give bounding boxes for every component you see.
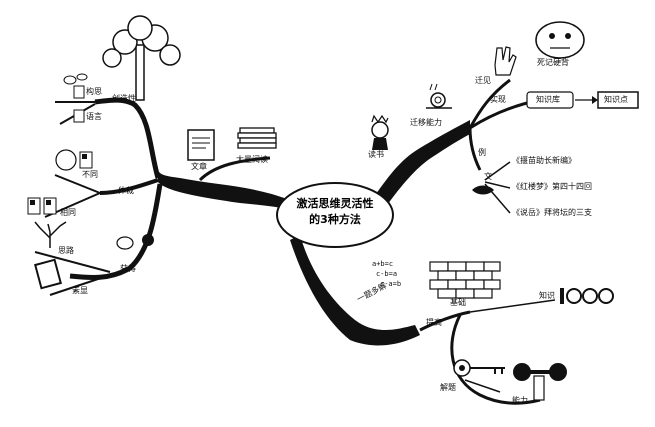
example-item-3: 《说岳》拜将坛的三支 <box>512 208 592 217</box>
brick-wall-icon <box>429 261 501 299</box>
knowledge-point-box <box>597 91 639 109</box>
label-knowledge-library: 知识库 <box>536 95 560 104</box>
arrowhead-library-to-point <box>592 96 598 104</box>
label-problem-solving: 解题 <box>440 383 456 392</box>
confused-face-icon <box>535 21 585 59</box>
branch-label-realize: 实现 <box>490 95 506 104</box>
leaf-line-knowledge <box>469 299 556 313</box>
bird-icon <box>63 73 88 85</box>
branch-materials <box>69 183 163 281</box>
formula-3: c-a=b <box>380 280 402 288</box>
branch-creativity <box>94 97 161 179</box>
leaf-line-example-1 <box>484 161 511 181</box>
boxes-icon <box>27 197 57 215</box>
document-icon <box>187 129 215 161</box>
branch-label-advance: 迁见 <box>475 76 491 85</box>
numbers-icon <box>560 288 614 304</box>
branch-label-text: 文 <box>484 172 492 181</box>
dumbbell-icon <box>513 363 567 401</box>
leaf-label-concept: 构思 <box>86 87 102 96</box>
branch-reading <box>198 156 271 182</box>
leaf-line-body-1 <box>54 174 101 194</box>
center-title: 激活思维灵活性 的3种方法 <box>280 196 390 228</box>
leaf-line-solve <box>464 379 501 393</box>
branch-label-transfer: 迁移能力 <box>410 118 442 127</box>
reading-person-icon <box>371 114 389 150</box>
leaf-label-language: 语言 <box>86 112 102 121</box>
pencil-icon <box>73 109 85 123</box>
branch-improve <box>419 310 471 332</box>
label-reading-books: 读书 <box>368 150 384 159</box>
label-ability: 能力 <box>512 396 528 405</box>
branching-tree-icon <box>34 221 67 248</box>
label-extensive-reading: 大量阅读 <box>236 155 268 164</box>
picture-frame-icon <box>34 258 62 290</box>
book-stack-icon <box>237 127 277 149</box>
center-node <box>276 182 394 248</box>
leaf-label-different: 不同 <box>82 170 98 179</box>
raised-hand-icon <box>494 46 517 76</box>
snail-icon <box>426 83 452 109</box>
example-item-2: 《红楼梦》第四十四回 <box>512 182 592 191</box>
branch-label-materials: 获得 <box>120 264 136 273</box>
center-title-line1: 激活思维灵活性 <box>296 197 374 210</box>
tree-illustration <box>102 15 181 101</box>
knowledge-library-box <box>526 91 574 109</box>
circle-icon <box>55 149 93 171</box>
label-knowledge-point: 知识点 <box>604 95 628 104</box>
main-branch-left <box>158 170 290 210</box>
main-branch-bottom-right <box>290 235 420 346</box>
example-item-1: 《揠苗助长新编》 <box>512 156 576 165</box>
label-rote-memorization: 死记硬背 <box>537 58 569 67</box>
formula-1: a+b=c <box>372 260 394 268</box>
branch-improve-lower <box>450 314 541 405</box>
hand-icon <box>116 234 154 250</box>
leaf-line-example-2 <box>484 181 511 189</box>
leaf-line-materials-2 <box>49 274 111 296</box>
leaf-label-same: 相同 <box>60 208 76 217</box>
branch-body <box>99 178 159 195</box>
label-foundation: 基础 <box>450 298 466 307</box>
label-knowledge: 知识 <box>539 291 555 300</box>
label-article: 文章 <box>191 162 207 171</box>
branch-label-body: 体裁 <box>118 186 134 195</box>
branch-top-right-fan <box>468 78 511 129</box>
branch-label-improve: 提高 <box>426 318 442 327</box>
pen-icon <box>73 85 85 99</box>
leaf-line-materials-1 <box>34 251 111 273</box>
formula-2: c-b=a <box>376 270 398 278</box>
branch-example <box>468 127 482 171</box>
key-icon <box>453 359 505 377</box>
leaf-label-thinking: 思路 <box>58 246 74 255</box>
center-title-line2: 的3种方法 <box>309 213 361 226</box>
lips-icon <box>472 185 494 195</box>
branch-label-creativity: 创造性 <box>112 94 136 103</box>
branch-label-example: 例 <box>478 148 486 157</box>
leaf-label-display: 素显 <box>72 286 88 295</box>
main-branch-top-right <box>375 120 470 208</box>
